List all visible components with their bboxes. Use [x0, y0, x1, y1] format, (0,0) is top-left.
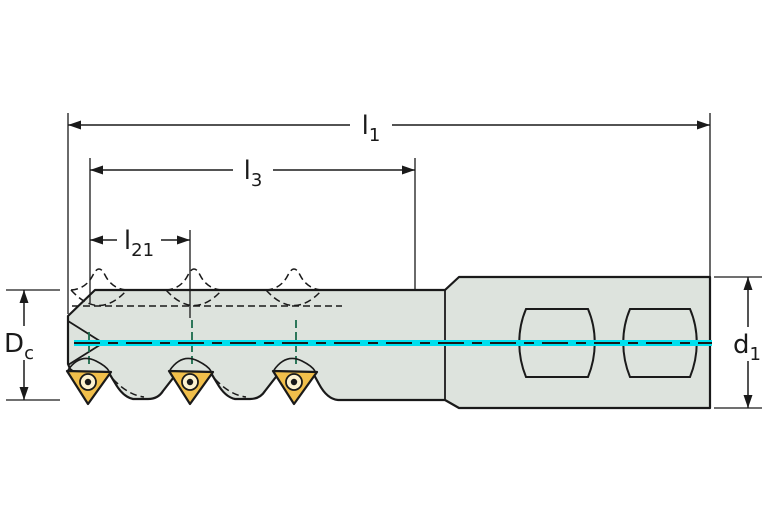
- insert-pockets: [67, 357, 316, 372]
- l3-arrow-right: [402, 165, 415, 175]
- dimension-dc: Dc: [4, 289, 60, 401]
- d1-arrow-down: [743, 395, 753, 408]
- pocket-line-2: [169, 357, 212, 372]
- insert-screw-center: [84, 378, 92, 386]
- insert-2: [167, 369, 215, 406]
- insert-screw-center: [186, 378, 194, 386]
- label-l3: l3: [244, 156, 263, 191]
- dc-arrow-down: [19, 387, 29, 400]
- pocket-line-1: [67, 357, 110, 372]
- label-dc: Dc: [4, 329, 34, 364]
- l1-arrow-right: [697, 120, 710, 130]
- ghost-insert-2-arc: [165, 289, 223, 307]
- hidden-pocket-arc-1: [112, 378, 145, 398]
- hidden-insert-outlines: [70, 268, 342, 398]
- dimension-d1: d1: [714, 276, 762, 409]
- hidden-pocket-arc-2: [214, 378, 247, 398]
- label-l1: l1: [362, 111, 381, 146]
- l21-arrow-right: [177, 235, 190, 245]
- dimension-l1: l1: [67, 111, 711, 314]
- dimension-l3: l3: [89, 156, 416, 303]
- ghost-insert-3-peak: [265, 268, 323, 291]
- pocket-line-3: [273, 357, 316, 372]
- shank-clamp-features: [518, 308, 698, 378]
- clamp-recess-left: [518, 308, 596, 378]
- l3-arrow-left: [90, 165, 103, 175]
- dimension-l21: l21: [90, 226, 191, 318]
- ghost-insert-1-arc: [70, 289, 128, 307]
- dc-arrow-up: [19, 290, 29, 303]
- insert-screw-center: [290, 378, 298, 386]
- ghost-insert-1-peak: [70, 268, 128, 291]
- l21-arrow-left: [90, 235, 103, 245]
- insert-3: [271, 369, 319, 406]
- d1-arrow-up: [743, 277, 753, 290]
- ghost-insert-3-arc: [265, 289, 323, 307]
- ghost-insert-2-peak: [165, 268, 223, 291]
- clamp-recess-right: [622, 308, 698, 378]
- l1-arrow-left: [68, 120, 81, 130]
- label-l21: l21: [124, 226, 154, 261]
- insert-1: [65, 369, 113, 406]
- label-d1: d1: [733, 330, 761, 365]
